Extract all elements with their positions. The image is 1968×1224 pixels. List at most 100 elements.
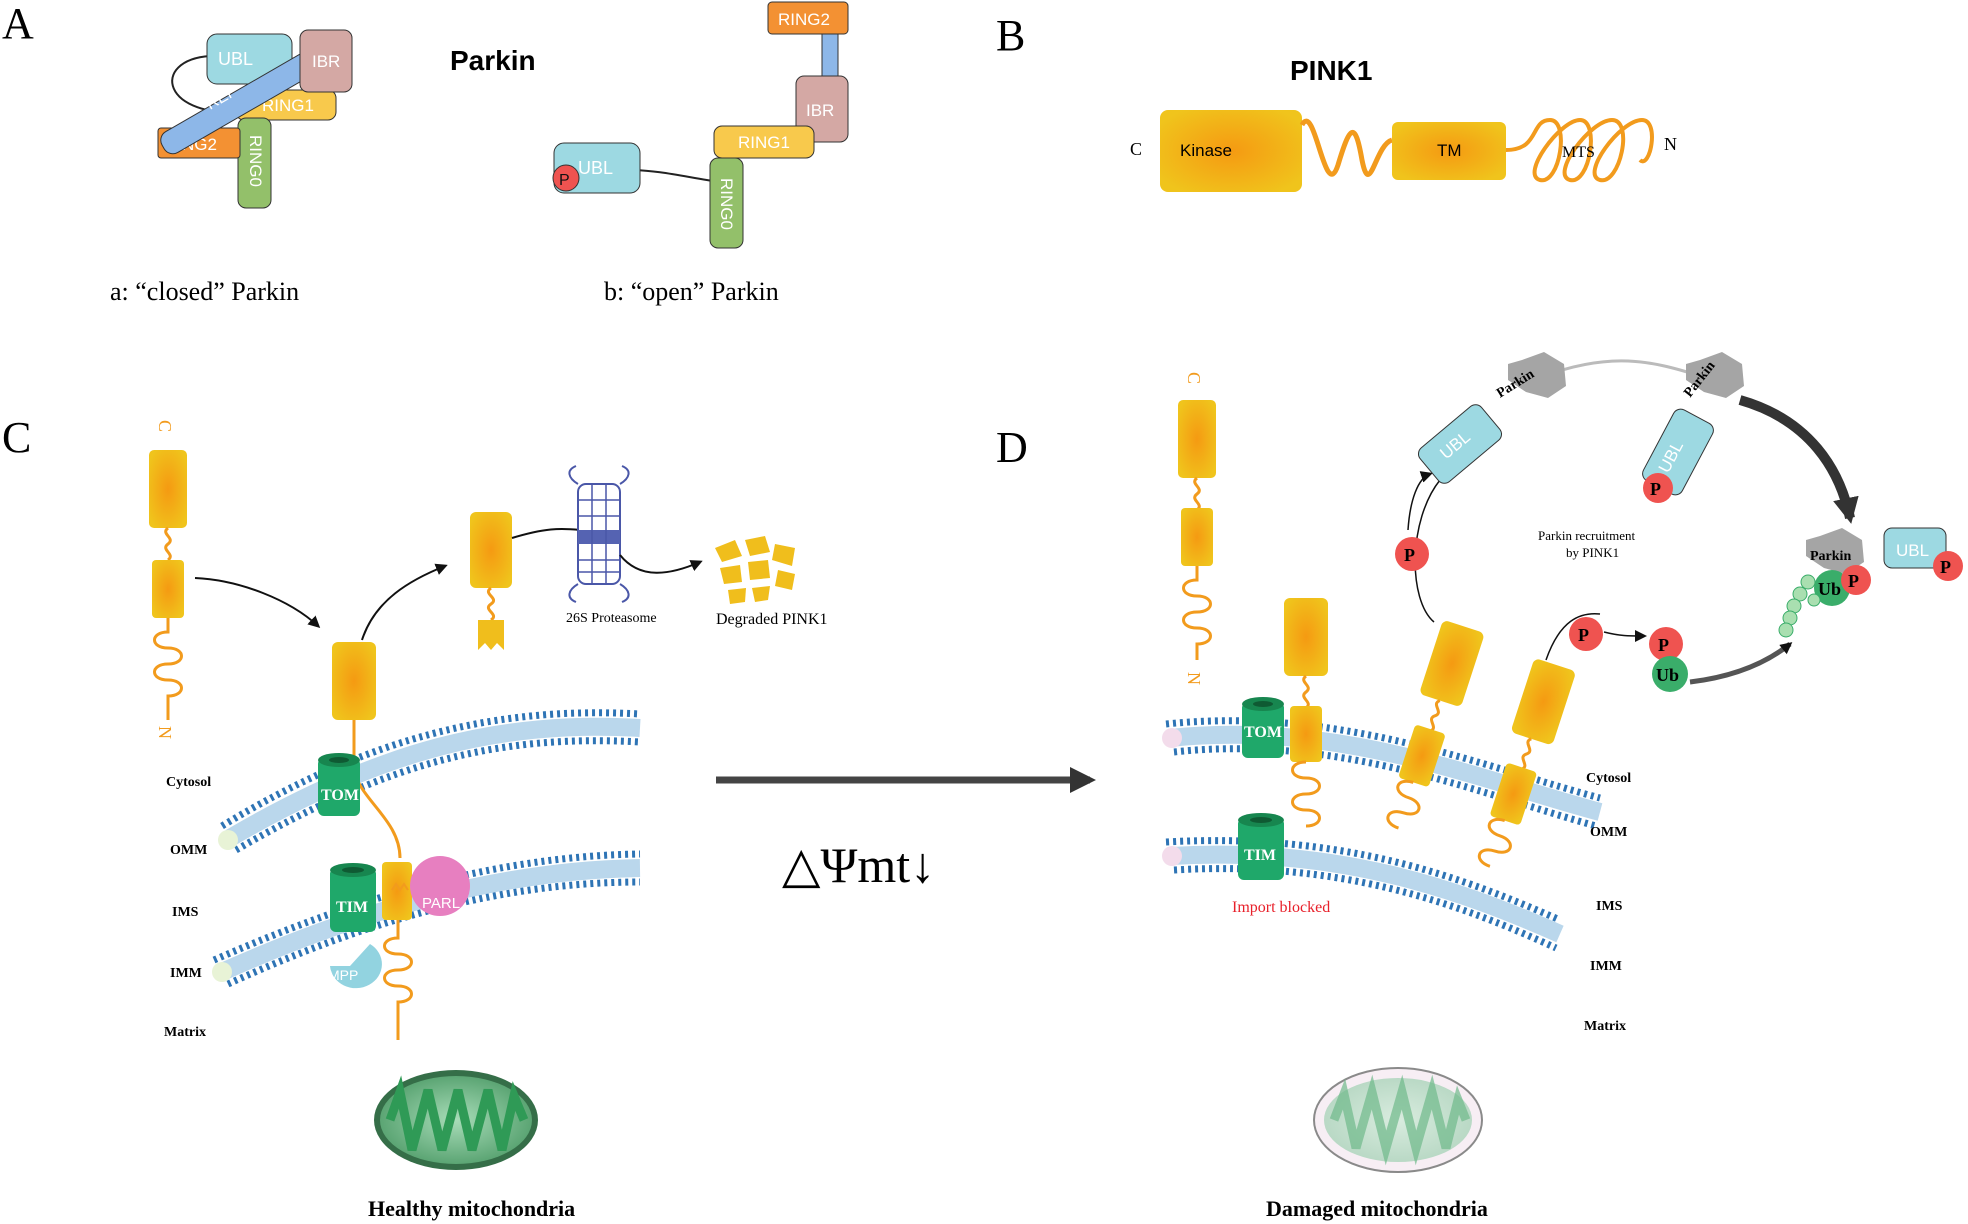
damaged-c-term: C [1184, 372, 1204, 384]
parkin-recruited-phospho-1 [1933, 551, 1963, 581]
open-ring1-label: RING1 [738, 133, 790, 152]
pink1-linker-wave [1299, 118, 1394, 177]
closed-ibr-label: IBR [312, 52, 340, 71]
mpp-label: MPP [328, 967, 358, 983]
pink1-tm-domain [1392, 122, 1506, 180]
closed-ring0-label: RING0 [246, 135, 265, 187]
degraded-pink1-label: Degraded PINK1 [716, 611, 828, 628]
recruitment-label-line2: by PINK1 [1566, 545, 1619, 560]
panel-d: D C N TOM [996, 352, 1963, 1221]
healthy-free-tm [152, 560, 184, 618]
healthy-tim-label: TIM [336, 899, 368, 916]
free-phospho-1-label: P [1404, 545, 1415, 565]
proteasome-label: 26S Proteasome [566, 611, 657, 626]
damaged-tom-complex: TOM [1242, 697, 1284, 758]
damaged-tim-label: TIM [1244, 847, 1276, 864]
open-ring0-label: RING0 [717, 178, 736, 230]
open-ibr-label: IBR [806, 101, 834, 120]
closed-ring1-label: RING1 [262, 96, 314, 115]
healthy-omm-membrane [218, 709, 641, 854]
cycle-phospho-arrow [1545, 612, 1601, 661]
cleaved-pink1 [470, 512, 512, 650]
panel-b: B PINK1 C Kinase TM MTS N [996, 11, 1677, 192]
cycle-top-arc [1543, 359, 1701, 378]
pink1-tm-label: TM [1437, 141, 1462, 160]
healthy-c-term: C [155, 420, 175, 432]
closed-parkin: UBL RING1 RING0 RING2 REP IBR a: “closed… [110, 29, 353, 306]
parkin-title: Parkin [450, 45, 536, 76]
pink1-title: PINK1 [1290, 55, 1372, 86]
open-phospho-circle [552, 164, 580, 192]
membrane-potential-transition: △Ψmt↓ [716, 767, 1096, 893]
parkin-cytosolic-2: Parkin UBL P [1642, 352, 1744, 503]
cycle-ub-arrow [1603, 629, 1647, 642]
pink1-n-term: N [1664, 134, 1677, 154]
healthy-free-kinase [149, 450, 187, 528]
import-blocked-label: Import blocked [1232, 899, 1330, 916]
parkin-recruited-label: Parkin [1810, 549, 1851, 564]
imported-zigzag [391, 882, 409, 892]
damaged-n-term: N [1184, 672, 1204, 685]
phospho-ub-ub-label: Ub [1656, 665, 1679, 685]
polyubiquitin-chain [1778, 574, 1821, 638]
mpp-protease: MPP [328, 944, 382, 989]
closed-ibr-domain [299, 29, 353, 93]
panel-c-letter: C [2, 413, 31, 462]
parkin-recruited-p2-label: P [1848, 571, 1859, 591]
imported-mts [383, 920, 413, 1040]
healthy-tom-complex: TOM [318, 753, 360, 816]
pink1-omm-2 [1477, 659, 1575, 868]
panel-d-letter: D [996, 423, 1028, 472]
damaged-tim-complex: TIM [1238, 813, 1284, 880]
damaged-free-tm [1181, 508, 1213, 566]
pink1-c-term: C [1130, 139, 1142, 159]
damaged-cytosol-label: Cytosol [1586, 771, 1631, 786]
parkin-2-phospho [1643, 473, 1673, 503]
healthy-mitochondria-caption: Healthy mitochondria [368, 1196, 575, 1221]
damaged-imm-membrane [1162, 837, 1564, 952]
healthy-tim-complex: TIM [330, 863, 376, 932]
healthy-imm-heads-outer [212, 850, 641, 964]
panel-a: A Parkin UBL RING1 RING0 RING2 REP IBR a… [2, 0, 849, 306]
open-ring1-domain [713, 125, 815, 159]
open-ring0-domain [709, 157, 744, 249]
parl-label: PARL [422, 895, 460, 912]
cycle-up-arrow [1407, 471, 1433, 531]
parl-protease: PARL [410, 856, 470, 916]
closed-ubl-label: UBL [218, 49, 253, 69]
healthy-imm-label: IMM [170, 966, 202, 981]
healthy-omm-heads-inner [234, 737, 641, 854]
damaged-imm-label: IMM [1590, 959, 1622, 974]
pink1-kinase-domain [1160, 110, 1302, 192]
open-parkin: RING2 IBR RING1 RING0 UBL P b: “open” Pa… [552, 1, 849, 306]
open-ibr-domain [795, 75, 849, 143]
damaged-free-kinase [1178, 400, 1216, 478]
parkin-recruited-phospho-2 [1841, 565, 1871, 595]
pink1-mts-coil [1505, 117, 1654, 183]
open-linker [629, 169, 721, 183]
phospho-ubiquitin: P Ub [1649, 627, 1688, 692]
damaged-free-pink1: C N [1178, 372, 1216, 685]
panel-b-letter: B [996, 11, 1025, 60]
damaged-mitochondria-caption: Damaged mitochondria [1266, 1196, 1488, 1221]
healthy-export-arrow [361, 563, 448, 641]
open-parkin-caption: b: “open” Parkin [604, 277, 779, 306]
proteasome-core [578, 530, 620, 544]
degradation-arrow [619, 554, 703, 574]
parkin-recruited-ubl [1883, 527, 1947, 569]
cleaved-kinase [470, 512, 512, 588]
damaged-omm-label: OMM [1590, 825, 1627, 840]
healthy-free-linker [164, 526, 172, 562]
parkin-recruited-p1-label: P [1940, 557, 1951, 577]
membrane-potential-label: △Ψmt↓ [782, 837, 935, 893]
healthy-tom-label: TOM [321, 787, 359, 804]
pink1-omm-1 [1386, 621, 1484, 830]
damaged-tom-label: TOM [1244, 724, 1282, 741]
imported-tm [382, 862, 412, 920]
imported-kinase [332, 642, 376, 720]
healthy-free-pink1: C N [149, 420, 187, 739]
damaged-matrix-label: Matrix [1584, 1019, 1626, 1034]
healthy-mitochondrion-icon [374, 1070, 538, 1170]
recruited-ubiquitin [1814, 570, 1850, 606]
